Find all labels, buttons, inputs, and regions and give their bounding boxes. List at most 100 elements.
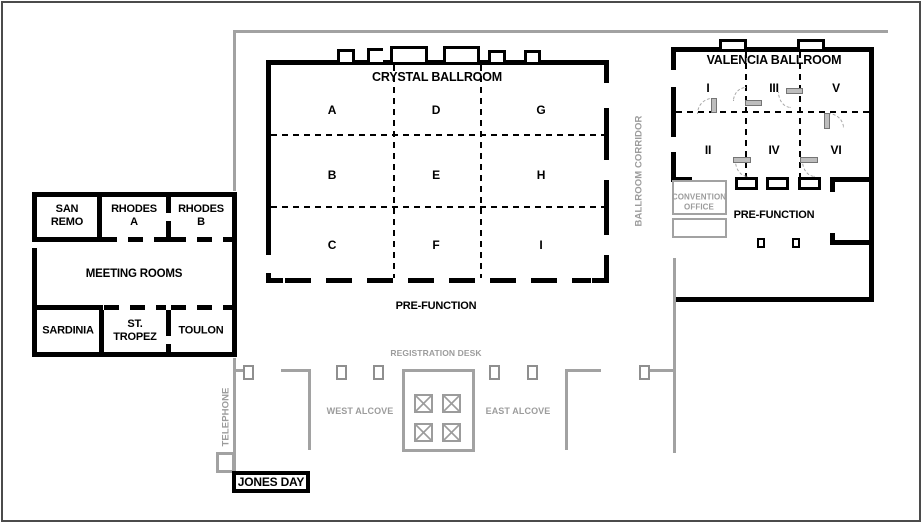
crystal-section-c: C: [327, 238, 337, 252]
wall-pocket: [367, 48, 383, 62]
wall-pocket: [337, 49, 355, 62]
elevator-x-icon: [442, 394, 461, 413]
room-label-line: RHODES: [178, 203, 224, 216]
room-label-line: A: [130, 216, 138, 228]
west-alcove-wall-v: [308, 369, 311, 450]
valencia-section-3: III: [769, 81, 779, 95]
crystal-wall-left: [266, 60, 271, 255]
convention-office-line: CONVENTION: [671, 192, 727, 202]
wall-pocket: [443, 46, 480, 62]
crystal-ballroom-title: CRYSTAL BALLROOM: [372, 70, 502, 84]
meeting-wall-top: [32, 192, 237, 197]
meeting-wall-left: [32, 192, 37, 242]
crystal-wall-right: [604, 180, 609, 235]
crystal-section-h: H: [536, 168, 546, 182]
valencia-prefunction-label: PRE-FUNCTION: [733, 209, 815, 221]
valencia-section-2: II: [704, 143, 712, 157]
crystal-prefunction-label: PRE-FUNCTION: [395, 300, 477, 312]
door-leaf: [824, 113, 830, 129]
telephone-label: TELEPHONE: [220, 387, 232, 447]
valencia-door-box: [798, 177, 821, 190]
room-label-line: SAN: [55, 203, 79, 216]
room-label-line: SARDINIA: [42, 324, 94, 337]
room-label-line: RHODES: [111, 203, 157, 216]
elevator-x-icon: [414, 394, 433, 413]
crystal-wall-right: [604, 60, 609, 83]
column-marker: [243, 365, 254, 380]
crystal-section-d: D: [431, 103, 441, 117]
room-label-line: TROPEZ: [113, 331, 157, 343]
room-label-line: REMO: [50, 216, 84, 228]
toulon-door-wall: [171, 305, 232, 310]
gray-wall-lobby-west: [233, 358, 236, 473]
jones-day-box: JONES DAY: [232, 471, 310, 493]
east-alcove-label: EAST ALCOVE: [485, 406, 551, 416]
wall-pocket: [797, 39, 825, 49]
valencia-section-5: V: [832, 81, 840, 95]
west-alcove-wall-h: [281, 369, 311, 372]
valencia-section-1: I: [706, 81, 710, 95]
wall-pocket: [524, 50, 541, 62]
crystal-wall-right: [604, 108, 609, 160]
rhodes-a-b-divider: [166, 192, 171, 213]
ballroom-corridor-label: BALLROOM CORRIDOR: [633, 115, 645, 227]
room-label-rhodes-b: RHODES B: [178, 203, 224, 229]
column-marker: [527, 365, 538, 380]
column-marker: [639, 365, 650, 380]
valencia-wall-bottom: [671, 177, 692, 182]
st-tropez-door-wall: [104, 305, 166, 310]
crystal-section-f: F: [432, 238, 440, 252]
gray-wall-east: [673, 258, 676, 453]
elevator-x-icon: [414, 423, 433, 442]
crystal-divider: [271, 134, 604, 136]
room-label-san-remo: SAN REMO: [51, 203, 83, 229]
prefunction-wall: [830, 240, 874, 245]
san-remo-rhodes-divider: [97, 192, 102, 242]
wall-pocket: [390, 46, 428, 62]
door-leaf: [745, 100, 762, 106]
st-tropez-toulon-divider: [166, 310, 171, 336]
room-label-sardinia: SARDINIA: [42, 325, 94, 338]
prefunction-wall-bottom: [676, 297, 874, 302]
valencia-wall-bottom: [830, 177, 874, 182]
column-marker: [489, 365, 500, 380]
valencia-wall-top: [671, 47, 874, 52]
convention-office-label: CONVENTION OFFICE: [672, 192, 726, 211]
crystal-wall-top: [266, 60, 609, 65]
registration-desk-box: [402, 369, 475, 452]
meeting-wall-left: [32, 248, 37, 357]
valencia-wall-right: [869, 47, 874, 302]
meeting-wall-right: [232, 192, 237, 357]
east-alcove-wall-h: [565, 369, 601, 372]
valencia-wall-left: [671, 87, 676, 137]
convention-office-box: [672, 218, 727, 238]
room-label-line: TOULON: [178, 324, 224, 337]
crystal-wall-bottom: [266, 278, 283, 283]
column-marker: [336, 365, 347, 380]
valencia-section-6: VI: [830, 143, 842, 157]
crystal-divider: [393, 65, 395, 278]
elevator-x-icon: [442, 423, 461, 442]
convention-office-box: [672, 180, 727, 215]
san-remo-wall: [32, 237, 99, 242]
crystal-operable-wall-bottom: [285, 278, 591, 283]
crystal-divider: [271, 206, 604, 208]
crystal-wall-right: [604, 255, 609, 283]
valencia-divider: [799, 52, 801, 177]
gray-wall-top: [233, 30, 888, 33]
room-label-line: B: [197, 216, 205, 228]
telephone-booth-box: [216, 452, 235, 473]
column-marker: [757, 238, 765, 248]
room-label-st-tropez: ST. TROPEZ: [113, 318, 157, 344]
valencia-section-4: IV: [768, 143, 780, 157]
meeting-wall-bottom: [32, 352, 237, 357]
gray-wall-left: [233, 30, 236, 191]
gray-wall-connector-west: [236, 369, 246, 372]
wall-pocket: [719, 39, 747, 49]
crystal-wall-bottom: [592, 278, 609, 283]
registration-desk-label: REGISTRATION DESK: [390, 348, 482, 358]
meeting-rooms-label: MEETING ROOMS: [85, 268, 183, 280]
rhodes-a-door-wall: [102, 237, 166, 242]
